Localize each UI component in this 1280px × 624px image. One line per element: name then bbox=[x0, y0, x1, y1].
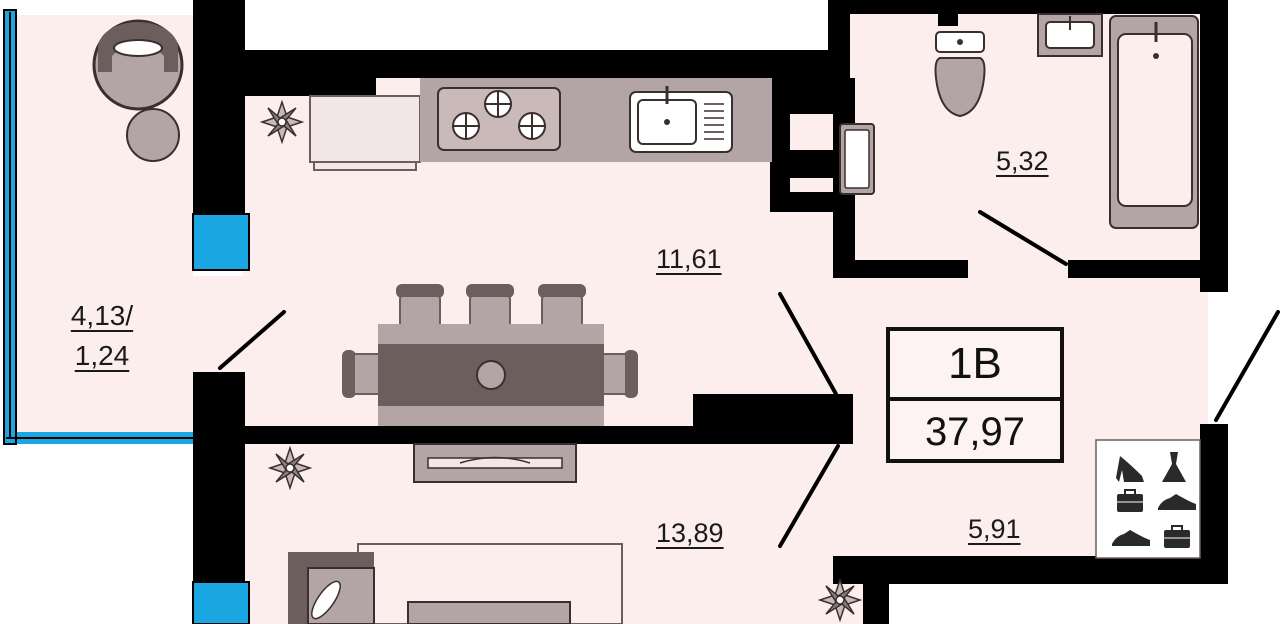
bathroom-sink bbox=[1037, 13, 1103, 57]
dress-icon bbox=[1162, 452, 1186, 482]
compass-rose-icon bbox=[261, 101, 303, 143]
tv-stand bbox=[413, 443, 577, 483]
toilet bbox=[934, 31, 986, 118]
window-living bbox=[192, 581, 250, 624]
suitcase-icon bbox=[1164, 525, 1190, 548]
stove bbox=[437, 87, 561, 151]
compass-rose-icon bbox=[819, 579, 861, 621]
walls bbox=[193, 0, 1228, 624]
balcony-area-line2: 1,24 bbox=[74, 340, 130, 371]
sofa bbox=[288, 552, 375, 624]
doors bbox=[218, 210, 1280, 548]
dining-chairs bbox=[395, 283, 587, 327]
dining-table bbox=[378, 324, 604, 426]
coffee-table bbox=[407, 601, 571, 624]
balcony-area-label: 4,13/ 1,24 bbox=[56, 296, 148, 376]
balcony-table bbox=[126, 108, 180, 162]
suitcase-icon bbox=[1117, 489, 1143, 512]
balcony-window-frame bbox=[3, 9, 196, 445]
bathroom-area-label: 5,32 bbox=[996, 146, 1049, 176]
bathtub bbox=[1109, 15, 1199, 229]
living-area-label: 13,89 bbox=[656, 518, 724, 548]
balcony-area-line1: 4,13/ bbox=[70, 300, 134, 331]
apartment-total-area: 37,97 bbox=[924, 410, 1026, 454]
sneaker-icon bbox=[1158, 494, 1196, 510]
dining-side-chairs bbox=[342, 350, 638, 398]
high-heel-icon bbox=[1116, 456, 1144, 482]
washing-machine bbox=[839, 123, 875, 195]
window-balcony-door bbox=[192, 213, 250, 271]
apartment-badge: 1B 37,97 bbox=[886, 327, 1064, 463]
kitchen-sink bbox=[629, 86, 733, 153]
hall-area-label: 5,91 bbox=[968, 514, 1021, 544]
balcony-armchair bbox=[92, 19, 184, 111]
balcony-door-floor bbox=[193, 276, 245, 372]
apartment-code: 1B bbox=[890, 331, 1060, 401]
kitchen-area-label: 11,61 bbox=[656, 244, 722, 274]
compass-rose-icon bbox=[269, 447, 311, 489]
sneaker-icon bbox=[1112, 530, 1150, 546]
